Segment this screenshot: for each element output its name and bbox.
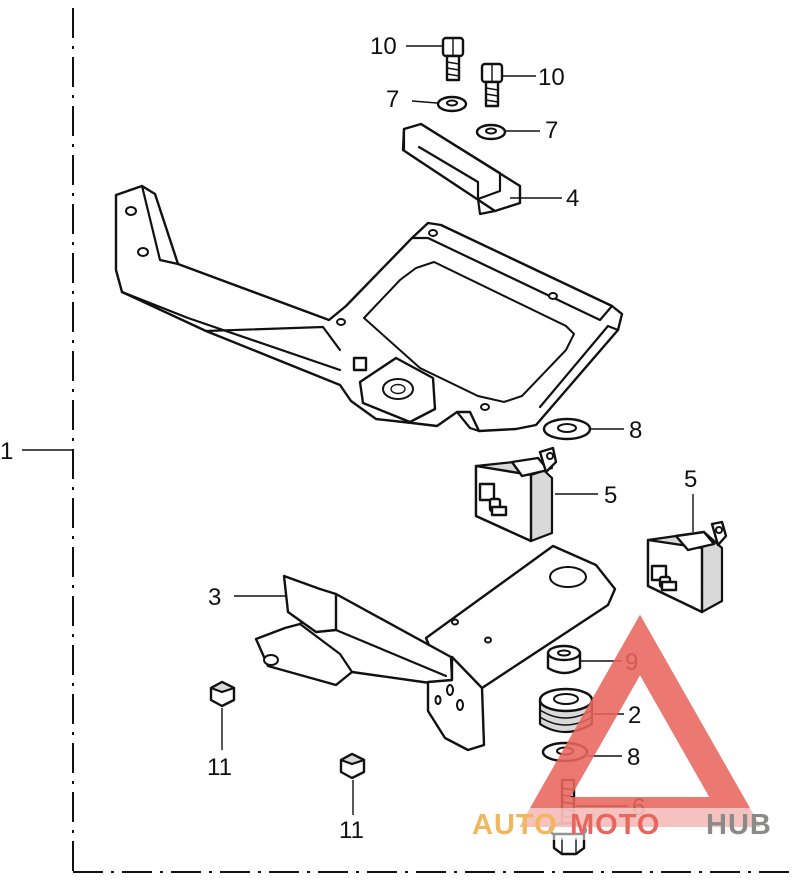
bracket-3 xyxy=(254,544,617,752)
svg-text:8: 8 xyxy=(629,417,642,444)
svg-text:2: 2 xyxy=(628,702,641,729)
watermark-text-moto: MOTO xyxy=(570,809,660,841)
svg-text:7: 7 xyxy=(545,117,558,144)
stay-4 xyxy=(401,122,522,216)
callout-7-right: 7 xyxy=(505,117,558,144)
callout-4: 4 xyxy=(510,185,579,212)
washer-7-right xyxy=(475,123,507,141)
callout-1: 1 xyxy=(0,438,73,465)
svg-text:8: 8 xyxy=(627,744,640,771)
watermark-text-hub: HUB xyxy=(706,809,772,841)
svg-text:1: 1 xyxy=(0,438,13,465)
rubber-mount-5-right xyxy=(646,520,728,614)
callout-8-upper: 8 xyxy=(591,417,642,444)
main-frame xyxy=(114,184,624,433)
cap-nut-11-left xyxy=(209,680,236,708)
svg-text:11: 11 xyxy=(207,754,232,781)
callout-7-left: 7 xyxy=(386,86,438,113)
callout-3: 3 xyxy=(208,584,286,611)
svg-text:3: 3 xyxy=(208,584,221,611)
svg-text:5: 5 xyxy=(604,482,617,509)
collar-9 xyxy=(546,644,582,675)
callout-11-left: 11 xyxy=(207,708,232,781)
assembly-bracket xyxy=(72,8,790,873)
svg-text:10: 10 xyxy=(538,64,565,91)
svg-text:11: 11 xyxy=(339,817,364,844)
watermark-text-auto: AUTO xyxy=(472,809,558,841)
svg-text:4: 4 xyxy=(566,185,579,212)
callout-10-left: 10 xyxy=(370,33,443,60)
washer-7-left xyxy=(436,95,468,113)
watermark-logo: AUTO MOTO HUB xyxy=(470,614,795,841)
cap-nut-11-right xyxy=(339,752,366,780)
bolt-10-right xyxy=(480,62,504,108)
callout-11-right: 11 xyxy=(339,780,364,844)
svg-text:10: 10 xyxy=(370,33,397,60)
callout-10-right: 10 xyxy=(502,64,565,91)
washer-8-upper xyxy=(542,417,592,441)
svg-text:5: 5 xyxy=(684,466,697,493)
bolt-10-left xyxy=(441,36,465,82)
callout-5-middle: 5 xyxy=(555,482,617,509)
callout-5-right: 5 xyxy=(684,466,697,532)
rubber-mount-5-middle xyxy=(474,446,558,543)
svg-text:7: 7 xyxy=(386,86,399,113)
